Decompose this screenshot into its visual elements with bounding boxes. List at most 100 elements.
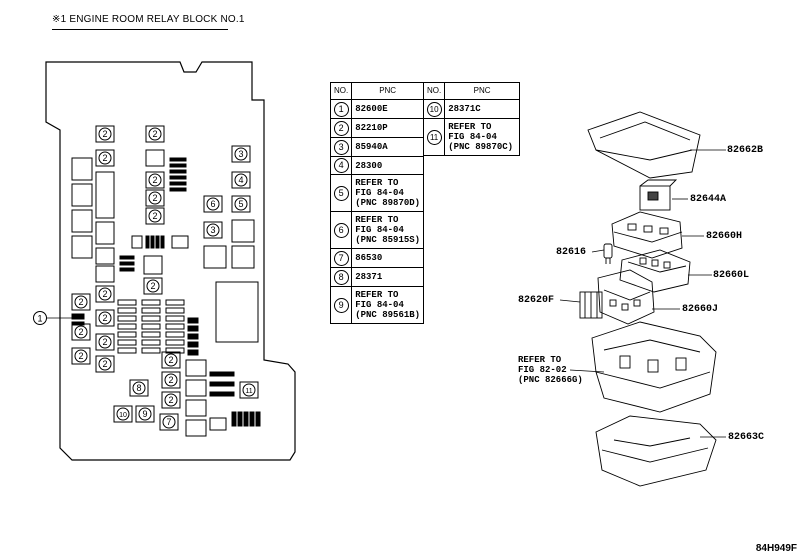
slot-number-circle <box>148 173 162 187</box>
slot-number-circle <box>206 197 220 211</box>
mini-fuse <box>237 411 243 427</box>
pnc-cell[interactable]: 86530 <box>351 248 425 268</box>
numbered-slot <box>135 405 155 423</box>
pnc-cell[interactable]: REFER TO FIG 84-04 (PNC 89870C) <box>444 118 520 156</box>
mini-fuse <box>117 347 137 354</box>
slot-number-circle <box>98 151 112 165</box>
mini-fuse <box>255 411 261 427</box>
slot-number: 2 <box>78 327 83 337</box>
mini-fuse <box>141 299 161 306</box>
slot-number: 4 <box>238 175 243 185</box>
part-label-82616[interactable]: 82616 <box>556 247 587 258</box>
pnc-cell[interactable]: 85940A <box>351 137 425 157</box>
slot-number: 3 <box>238 149 243 159</box>
pnc-cell[interactable]: 28371C <box>444 99 520 119</box>
part-label-82662b[interactable]: 82662B <box>727 145 764 156</box>
numbered-slot <box>143 277 163 295</box>
row-number: 11 <box>422 118 446 156</box>
mini-fuse <box>71 321 85 326</box>
slot-number: 2 <box>168 355 173 365</box>
pnc-cell[interactable]: REFER TO FIG 84-04 (PNC 89561B) <box>351 286 425 324</box>
title-underline <box>52 29 228 30</box>
mini-fuse <box>150 235 155 249</box>
slot-number-circle <box>138 407 152 421</box>
fuse-slot <box>95 221 115 245</box>
row-number: 5 <box>329 174 353 212</box>
mini-fuse <box>165 347 185 354</box>
part-label-82620f[interactable]: 82620F <box>518 295 555 306</box>
part-label-82666g[interactable]: REFER TO FIG 82-02 (PNC 82666G) <box>518 355 583 385</box>
header-no: NO. <box>329 82 353 100</box>
part-relay-82644A <box>639 179 678 211</box>
fuse-slot <box>71 157 93 181</box>
mini-fuse <box>169 169 187 174</box>
row-number: 4 <box>329 156 353 175</box>
fuse-slot <box>143 255 163 275</box>
part-label-82660l[interactable]: 82660L <box>713 270 750 281</box>
leader-lines <box>46 149 726 438</box>
mini-fuse <box>209 391 235 397</box>
numbered-slot <box>95 333 115 351</box>
mini-fuse <box>187 325 199 332</box>
numbered-slot <box>95 149 115 167</box>
fuse-slot <box>203 245 227 269</box>
slot-number-circle <box>242 383 256 397</box>
pnc-cell[interactable]: 28371 <box>351 267 425 287</box>
part-fuse-82616 <box>603 243 613 264</box>
slot-number: 2 <box>102 129 107 139</box>
mini-fuse <box>117 331 137 338</box>
mini-fuse <box>141 315 161 322</box>
number-circle: 6 <box>333 222 349 238</box>
slot-number: 9 <box>142 409 147 419</box>
part-label-82660j[interactable]: 82660J <box>682 304 719 315</box>
mini-fuse <box>243 411 249 427</box>
row-number: 8 <box>329 267 353 287</box>
fuse-slot <box>185 399 207 417</box>
slot-number-circle <box>74 349 88 363</box>
mini-fuse <box>145 235 150 249</box>
pnc-cell[interactable]: 82600E <box>351 99 425 119</box>
mini-fuse <box>231 411 237 427</box>
pnc-cell[interactable]: 82210P <box>351 118 425 138</box>
part-label-82660h[interactable]: 82660H <box>706 231 743 242</box>
slot-number: 2 <box>102 313 107 323</box>
part-cover-82662B <box>587 111 701 179</box>
fuse-slot <box>71 235 93 259</box>
part-label-82644a[interactable]: 82644A <box>690 194 727 205</box>
fuse-slot <box>95 247 115 265</box>
slot-number: 2 <box>102 289 107 299</box>
fuse-slot <box>215 281 259 343</box>
mini-fuse <box>209 371 235 377</box>
slot-number-circle <box>206 223 220 237</box>
callout-1-label: 1 <box>37 314 42 324</box>
numbered-slot <box>145 207 165 225</box>
numbered-slot <box>95 285 115 303</box>
pnc-cell[interactable]: REFER TO FIG 84-04 (PNC 89870D) <box>351 174 425 212</box>
slot-number: 2 <box>168 395 173 405</box>
part-label-82663c[interactable]: 82663C <box>728 432 765 443</box>
mini-fuse <box>165 331 185 338</box>
slot-number-circle <box>98 357 112 371</box>
mini-fuse <box>165 339 185 346</box>
pnc-cell[interactable]: REFER TO FIG 84-04 (PNC 85915S) <box>351 211 425 249</box>
mini-fuse <box>117 307 137 314</box>
numbered-slot <box>231 195 251 213</box>
mini-fuse <box>165 299 185 306</box>
mini-fuse <box>117 315 137 322</box>
slot-number-circle <box>98 287 112 301</box>
slot-number-circle <box>148 209 162 223</box>
pnc-cell[interactable]: 28300 <box>351 156 425 175</box>
number-circle: 8 <box>333 269 349 285</box>
numbered-slot <box>95 125 115 143</box>
fuse-slot <box>231 219 255 243</box>
mini-fuse <box>169 181 187 186</box>
mini-fuse <box>119 261 135 266</box>
numbered-slot <box>71 347 91 365</box>
slot-number: 2 <box>78 297 83 307</box>
numbered-slot <box>145 189 165 207</box>
fuse-slot <box>185 419 207 437</box>
